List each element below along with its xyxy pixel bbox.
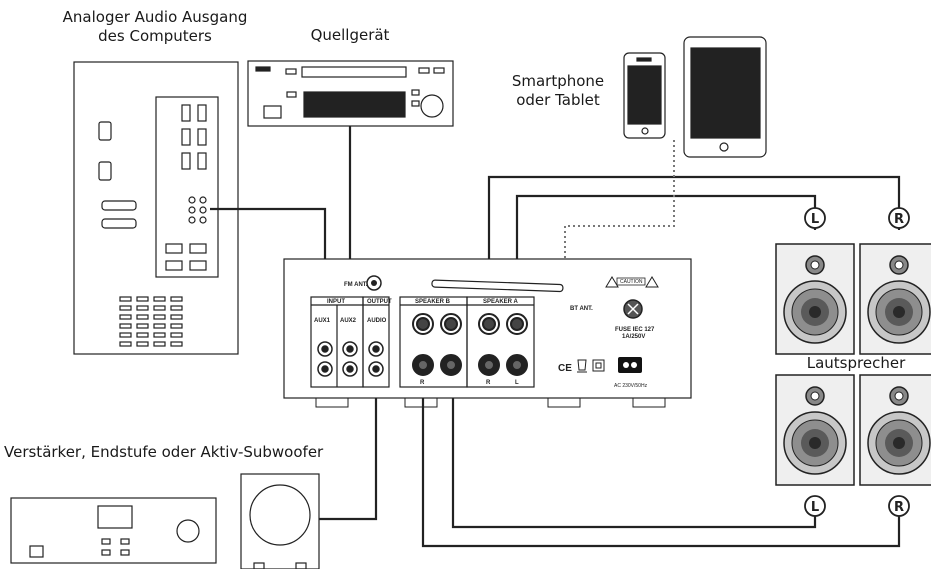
speaker-b-r-to-bottom-right-wire: [421, 365, 901, 548]
speaker-a-l-label: L: [515, 380, 519, 386]
bluetooth-link: [564, 140, 675, 283]
ce-mark: CE: [558, 363, 572, 374]
speaker-top-left: [775, 243, 855, 355]
speaker-terminals[interactable]: [412, 313, 528, 376]
amplifier-label: Verstärker, Endstufe oder Aktiv-Subwoofe…: [4, 443, 324, 461]
fm-antenna-jack[interactable]: [366, 275, 382, 291]
speaker-b-label: SPEAKER B: [415, 299, 451, 305]
warning-icon-right: [645, 276, 659, 288]
speaker-markers: L R L R: [804, 207, 910, 517]
marker-top-right: R: [894, 212, 904, 227]
fuse-label-line1: FUSE IEC 127: [615, 327, 655, 333]
ac-label: AC 230V/50Hz: [614, 383, 648, 389]
caution-label: CAUTION: [620, 279, 643, 285]
source-label: Quellgerät: [310, 26, 390, 44]
speaker-bottom-left: [775, 374, 855, 486]
smartphone: [623, 52, 666, 139]
subwoofer: [240, 473, 320, 569]
smartphone-label-line2: oder Tablet: [516, 91, 600, 109]
computer-label: Analoger Audio Ausgang des Computers: [60, 8, 250, 46]
ac-power-socket[interactable]: [618, 357, 642, 373]
amplifier-device: [10, 497, 217, 564]
rca-jacks[interactable]: [317, 341, 384, 377]
bt-ant-label: BT ANT.: [570, 306, 593, 312]
weee-icon: [577, 359, 587, 373]
class2-icon: [592, 359, 605, 372]
marker-bottom-left: L: [811, 500, 819, 515]
aux2-label: AUX2: [340, 318, 357, 324]
speaker-a-r-to-top-right-wire: [487, 175, 901, 324]
audio-label: AUDIO: [367, 318, 387, 324]
amplifier-rear-panel: FM ANT. INPUT OUTPUT AUX1 AUX2 AUDIO SPE…: [283, 258, 692, 408]
warning-icon-left: [605, 276, 619, 288]
smartphone-label-line1: Smartphone: [511, 72, 605, 90]
speaker-bottom-right: [859, 374, 931, 486]
speaker-a-label: SPEAKER A: [483, 299, 518, 305]
input-label: INPUT: [327, 299, 345, 305]
computer-label-line1: Analoger Audio Ausgang: [62, 8, 248, 26]
smartphone-label: Smartphone oder Tablet: [508, 72, 608, 110]
tablet: [683, 36, 767, 158]
output-label: OUTPUT: [367, 299, 392, 305]
marker-bottom-right: R: [894, 500, 904, 515]
output-to-subwoofer-wire: [319, 349, 378, 521]
speaker-b-r-label: R: [420, 380, 425, 386]
computer-tower: [73, 61, 239, 355]
speakers-label: Lautsprecher: [806, 354, 906, 372]
speaker-b-l-to-bottom-left-wire: [451, 365, 817, 529]
fuse-label-line2: 1A/250V: [622, 334, 645, 340]
computer-label-line2: des Computers: [98, 27, 212, 45]
aux1-label: AUX1: [314, 318, 331, 324]
fm-ant-label: FM ANT.: [344, 282, 368, 288]
computer-vents: [119, 296, 183, 347]
speaker-top-right: [859, 243, 931, 355]
marker-top-left: L: [811, 212, 819, 227]
source-device: [247, 60, 454, 127]
bt-antenna: [431, 279, 564, 293]
speaker-a-r-label: R: [486, 380, 491, 386]
